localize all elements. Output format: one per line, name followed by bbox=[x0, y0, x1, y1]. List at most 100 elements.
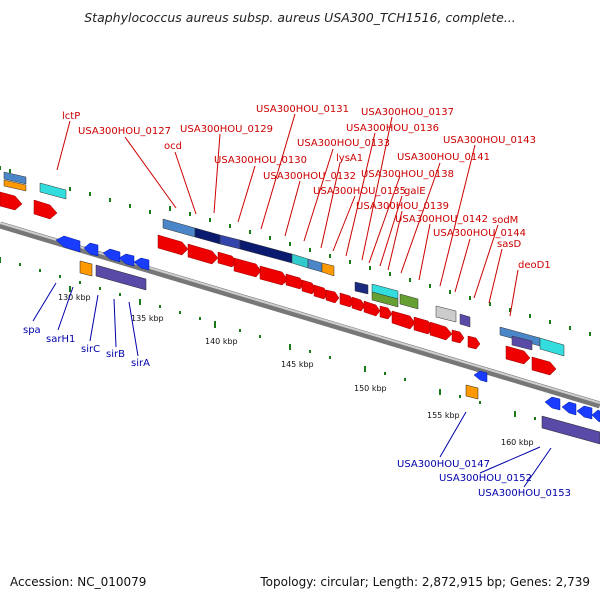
forward-gene-arrow[interactable] bbox=[233, 257, 262, 278]
feature-block[interactable] bbox=[307, 258, 323, 273]
kbp-label: 140 kbp bbox=[205, 337, 238, 346]
reverse-feature-blocks bbox=[79, 260, 600, 445]
feature-block[interactable] bbox=[3, 179, 27, 192]
gene-label-usa300hou-0130[interactable]: USA300HOU_0130 bbox=[214, 155, 307, 166]
feature-block[interactable] bbox=[321, 262, 335, 277]
gene-label-lctP[interactable]: lctP bbox=[62, 111, 80, 122]
gene-label-usa300hou-0135[interactable]: USA300HOU_0135 bbox=[313, 186, 406, 197]
feature-block[interactable] bbox=[354, 281, 369, 295]
gene-label-deoD1[interactable]: deoD1 bbox=[518, 260, 551, 271]
feature-block[interactable] bbox=[511, 335, 533, 351]
gene-label-usa300hou-0139[interactable]: USA300HOU_0139 bbox=[356, 201, 449, 212]
reverse-leader-lines bbox=[32, 282, 552, 488]
forward-gene-arrow[interactable] bbox=[187, 243, 219, 265]
feature-block[interactable] bbox=[194, 227, 221, 245]
feature-block[interactable] bbox=[371, 291, 399, 308]
gene-label-usa300hou-0141[interactable]: USA300HOU_0141 bbox=[397, 152, 490, 163]
kbp-label: 135 kbp bbox=[131, 314, 164, 323]
feature-block[interactable] bbox=[39, 182, 67, 200]
gene-label-sirB[interactable]: sirB bbox=[106, 349, 125, 360]
forward-gene-arrow[interactable] bbox=[391, 310, 416, 330]
feature-block[interactable] bbox=[219, 234, 241, 250]
gene-label-usa300hou-0129[interactable]: USA300HOU_0129 bbox=[180, 124, 273, 135]
forward-gene-arrow[interactable] bbox=[325, 289, 340, 304]
genome-backbone bbox=[0, 221, 600, 409]
outer-tick-row bbox=[0, 166, 591, 336]
gene-label-ocd[interactable]: ocd bbox=[164, 141, 182, 152]
forward-gene-arrow[interactable] bbox=[285, 273, 305, 290]
feature-block[interactable] bbox=[95, 264, 147, 291]
reverse-gene-arrow[interactable] bbox=[591, 409, 600, 423]
reverse-gene-arrow[interactable] bbox=[561, 401, 577, 416]
feature-block[interactable] bbox=[79, 260, 93, 277]
gene-label-usa300hou-0137[interactable]: USA300HOU_0137 bbox=[361, 107, 454, 118]
gene-label-lysA1[interactable]: lysA1 bbox=[336, 153, 363, 164]
map-title: Staphylococcus aureus subsp. aureus USA3… bbox=[84, 10, 516, 25]
gene-label-sarH1[interactable]: sarH1 bbox=[46, 334, 75, 345]
kbp-label: 130 kbp bbox=[58, 293, 91, 302]
forward-gene-arrow[interactable] bbox=[531, 356, 557, 376]
feature-block[interactable] bbox=[399, 293, 419, 310]
feature-block[interactable] bbox=[539, 337, 565, 357]
feature-block[interactable] bbox=[541, 415, 600, 445]
forward-gene-arrow[interactable] bbox=[351, 296, 366, 312]
kbp-label: 145 kbp bbox=[281, 360, 314, 369]
forward-gene-arrow[interactable] bbox=[505, 345, 531, 365]
feature-block[interactable] bbox=[239, 239, 293, 264]
inner-tick-row bbox=[0, 257, 596, 441]
accession-label: Accession: NC_010079 bbox=[10, 575, 147, 589]
feature-block[interactable] bbox=[3, 171, 27, 185]
reverse-gene-arrow[interactable] bbox=[544, 396, 561, 411]
gene-label-usa300hou-0133[interactable]: USA300HOU_0133 bbox=[297, 138, 390, 149]
genome-summary: Topology: circular; Length: 2,872,915 bp… bbox=[260, 575, 590, 589]
gene-label-usa300hou-0153[interactable]: USA300HOU_0153 bbox=[478, 488, 571, 499]
gene-label-usa300hou-0138[interactable]: USA300HOU_0138 bbox=[361, 169, 454, 180]
reverse-gene-arrow[interactable] bbox=[83, 242, 99, 257]
feature-block[interactable] bbox=[435, 305, 457, 323]
gene-label-sirC[interactable]: sirC bbox=[81, 344, 100, 355]
gene-label-usa300hou-0147[interactable]: USA300HOU_0147 bbox=[397, 459, 490, 470]
reverse-gene-arrow[interactable] bbox=[133, 257, 150, 271]
gene-label-usa300hou-0143[interactable]: USA300HOU_0143 bbox=[443, 135, 536, 146]
forward-gene-arrow[interactable] bbox=[157, 234, 189, 256]
forward-gene-arrow[interactable] bbox=[379, 305, 393, 320]
feature-block[interactable] bbox=[459, 313, 471, 328]
feature-block[interactable] bbox=[291, 253, 309, 269]
gene-label-spa[interactable]: spa bbox=[23, 325, 41, 336]
forward-genes bbox=[0, 191, 557, 376]
gene-label-sodM[interactable]: sodM bbox=[492, 215, 518, 226]
gene-label-galE[interactable]: galE bbox=[404, 186, 426, 197]
forward-gene-arrow[interactable] bbox=[429, 321, 453, 341]
reverse-genes bbox=[55, 235, 600, 423]
forward-gene-arrow[interactable] bbox=[0, 191, 23, 211]
gene-label-sirA[interactable]: sirA bbox=[131, 358, 150, 369]
kbp-label: 150 kbp bbox=[354, 384, 387, 393]
genome-backbone-highlight bbox=[0, 222, 600, 404]
gene-label-usa300hou-0136[interactable]: USA300HOU_0136 bbox=[346, 123, 439, 134]
feature-block[interactable] bbox=[465, 384, 479, 400]
reverse-labels: spa sarH1 sirC sirB sirA USA300HOU_0147 … bbox=[23, 325, 571, 499]
kbp-label: 160 kbp bbox=[501, 438, 534, 447]
forward-gene-arrow[interactable] bbox=[451, 329, 465, 344]
forward-gene-arrow[interactable] bbox=[33, 199, 58, 220]
forward-gene-arrow[interactable] bbox=[467, 335, 481, 350]
gene-label-usa300hou-0152[interactable]: USA300HOU_0152 bbox=[439, 473, 532, 484]
forward-feature-blocks bbox=[3, 171, 565, 357]
gene-label-sasD[interactable]: sasD bbox=[497, 239, 522, 250]
forward-leader-lines bbox=[56, 113, 519, 317]
reverse-gene-arrow[interactable] bbox=[576, 405, 593, 420]
gene-label-usa300hou-0127[interactable]: USA300HOU_0127 bbox=[78, 126, 171, 137]
reverse-gene-arrow[interactable] bbox=[118, 253, 135, 267]
reverse-gene-arrow[interactable] bbox=[55, 235, 81, 253]
kbp-label: 155 kbp bbox=[427, 411, 460, 420]
reverse-gene-arrow[interactable] bbox=[473, 370, 488, 383]
gene-label-usa300hou-0144[interactable]: USA300HOU_0144 bbox=[433, 228, 526, 239]
gene-label-usa300hou-0132[interactable]: USA300HOU_0132 bbox=[263, 171, 356, 182]
gene-label-usa300hou-0142[interactable]: USA300HOU_0142 bbox=[395, 214, 488, 225]
forward-gene-arrow[interactable] bbox=[259, 265, 289, 286]
forward-gene-arrow[interactable] bbox=[363, 300, 381, 317]
feature-block[interactable] bbox=[162, 218, 196, 238]
reverse-gene-arrow[interactable] bbox=[102, 248, 121, 263]
gene-label-usa300hou-0131[interactable]: USA300HOU_0131 bbox=[256, 104, 349, 115]
